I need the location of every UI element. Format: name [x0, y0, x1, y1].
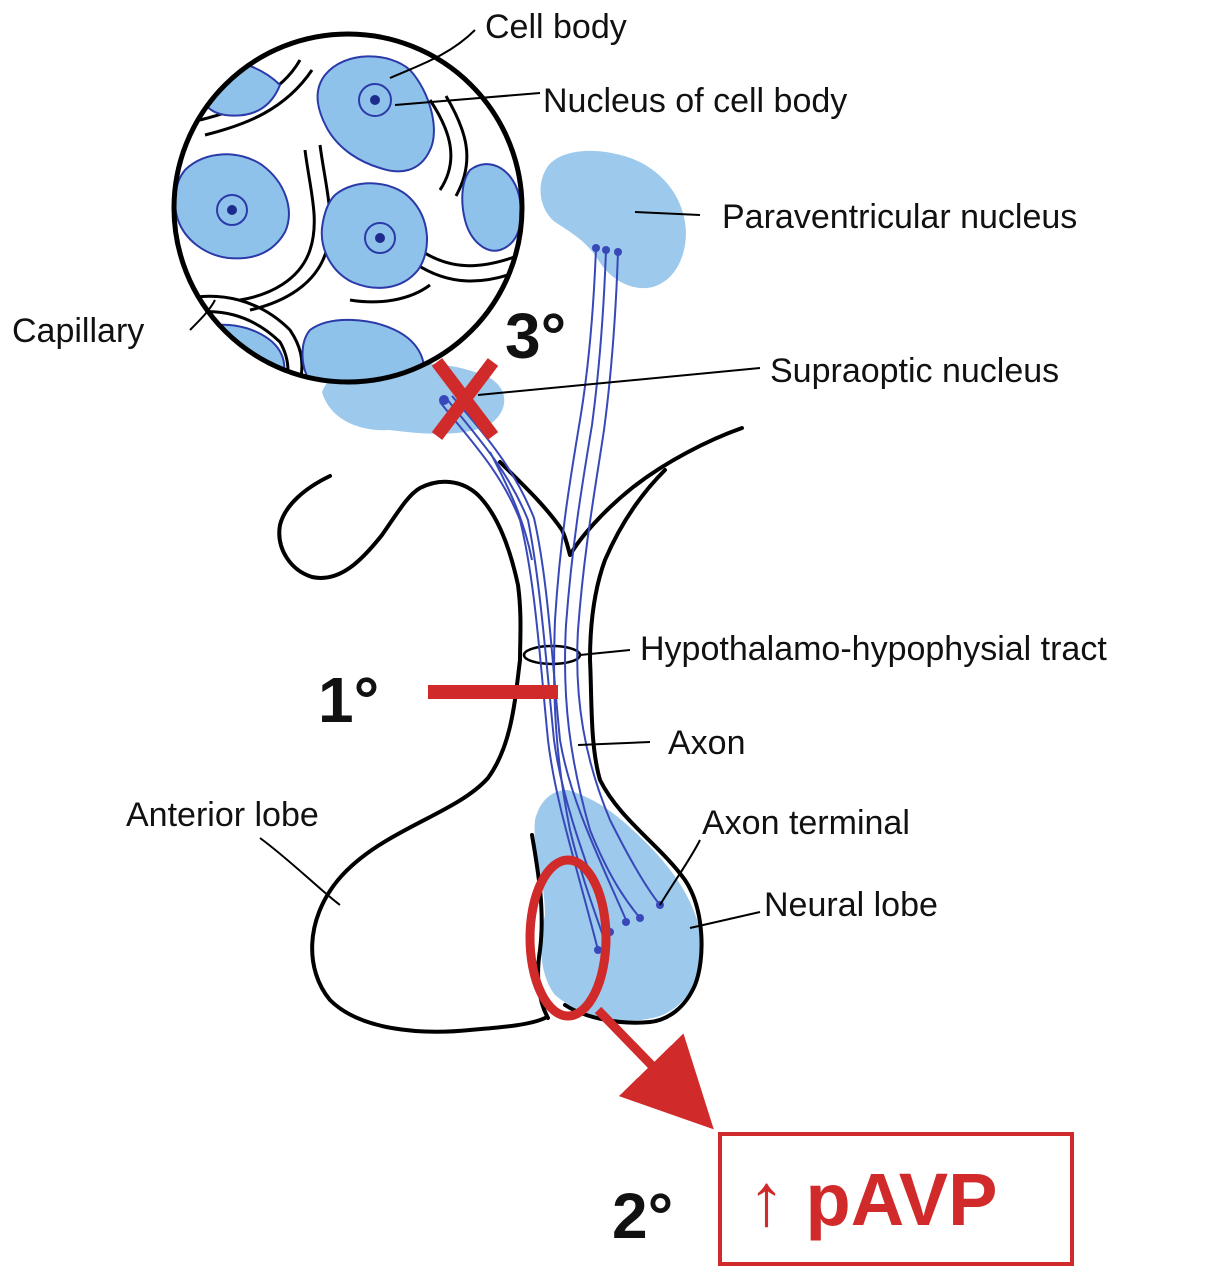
- neural-lobe-region: [535, 790, 702, 1021]
- label-nucleus-of-cell-body: Nucleus of cell body: [543, 82, 847, 120]
- marker-tertiary: 3°: [505, 300, 566, 372]
- paraventricular-nucleus-region: [541, 151, 686, 288]
- label-anterior-lobe: Anterior lobe: [126, 796, 319, 834]
- label-capillary: Capillary: [12, 312, 144, 350]
- label-neural-lobe: Neural lobe: [764, 886, 938, 924]
- hypothalamus-outline: [279, 476, 520, 660]
- third-ventricle-outline: [500, 428, 742, 555]
- marker-secondary: 2°: [612, 1180, 673, 1252]
- label-hypothalamo-hypophysial-tract: Hypothalamo-hypophysial tract: [640, 630, 1107, 668]
- release-arrow: [598, 1010, 695, 1110]
- marker-primary: 1°: [318, 664, 379, 736]
- result-text-pavp: ↑ pAVP: [748, 1158, 997, 1241]
- label-axon: Axon: [668, 724, 746, 762]
- label-cell-body: Cell body: [485, 8, 627, 46]
- label-supraoptic-nucleus: Supraoptic nucleus: [770, 352, 1059, 390]
- label-axon-terminal: Axon terminal: [702, 804, 910, 842]
- label-paraventricular-nucleus: Paraventricular nucleus: [722, 198, 1077, 236]
